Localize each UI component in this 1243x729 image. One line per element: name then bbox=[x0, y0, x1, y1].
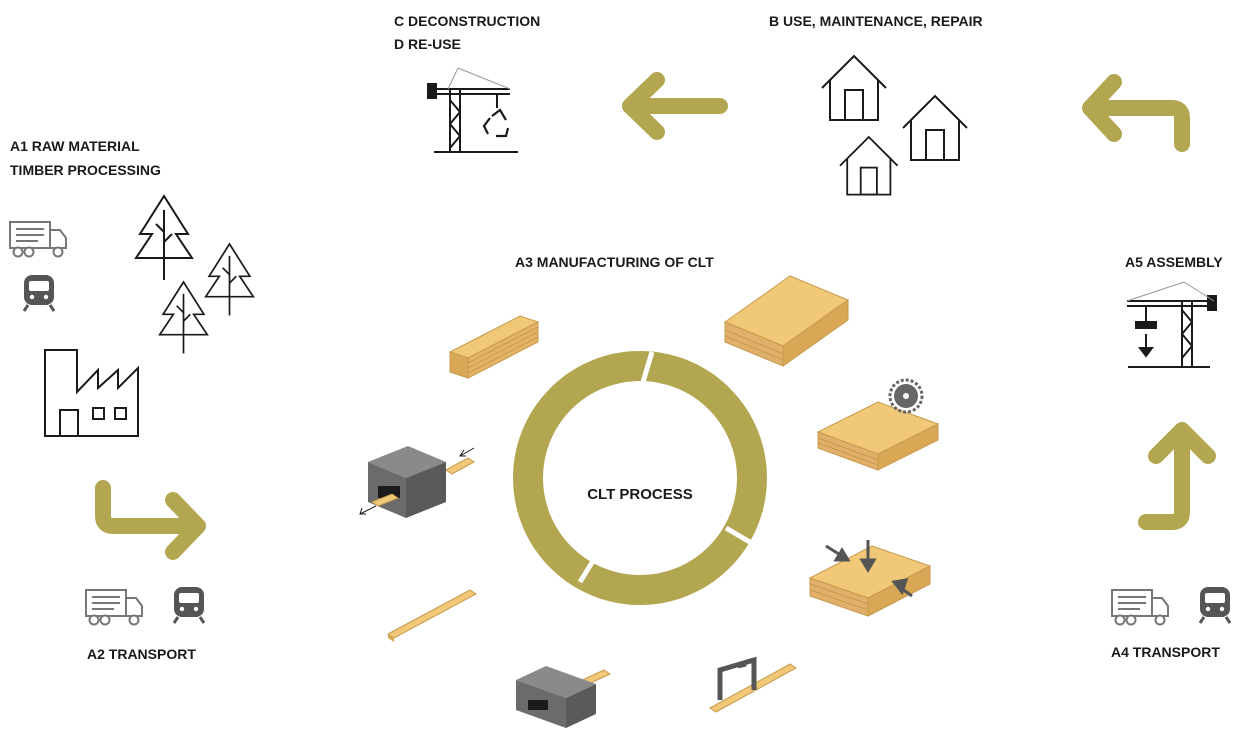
stage-a2-label: A2 TRANSPORT bbox=[87, 646, 196, 662]
press-arrow-icon bbox=[825, 540, 913, 598]
house-icon bbox=[902, 95, 968, 161]
stage-a1-label-1: A1 RAW MATERIAL bbox=[10, 138, 140, 154]
crane-icon bbox=[1126, 281, 1217, 368]
tree-icon bbox=[158, 281, 209, 355]
train-icon bbox=[172, 585, 206, 625]
crane-icon bbox=[427, 67, 518, 153]
stage-c-label-2: D RE-USE bbox=[394, 36, 461, 52]
stage-a5-label: A5 ASSEMBLY bbox=[1125, 254, 1223, 270]
arrow-icon bbox=[622, 72, 728, 140]
planing-block bbox=[359, 446, 475, 518]
train-icon bbox=[1198, 585, 1232, 625]
tree-icon bbox=[135, 195, 193, 281]
stage-c-label-1: C DECONSTRUCTION bbox=[394, 13, 541, 29]
truck-icon bbox=[85, 589, 143, 626]
factory-icon bbox=[44, 349, 139, 437]
finger-joint-block bbox=[516, 666, 612, 728]
lamella-board bbox=[387, 589, 477, 642]
process-cycle-ring bbox=[513, 351, 767, 605]
clt-panel-stack bbox=[723, 275, 850, 367]
recycle-icon bbox=[482, 108, 510, 138]
house-icon bbox=[821, 55, 887, 121]
stage-a1-label-2: TIMBER PROCESSING bbox=[10, 162, 161, 178]
glue-gantry bbox=[709, 656, 797, 713]
arrow-icon bbox=[95, 480, 206, 560]
stage-b-label: B USE, MAINTENANCE, REPAIR bbox=[769, 13, 983, 29]
lamella-stack bbox=[448, 315, 540, 379]
train-icon bbox=[22, 273, 56, 313]
truck-icon bbox=[1111, 589, 1169, 626]
stage-a3-label: A3 MANUFACTURING OF CLT bbox=[515, 254, 714, 270]
cnc-cutting bbox=[816, 401, 940, 471]
arrow-icon bbox=[1082, 74, 1190, 152]
arrow-icon bbox=[1138, 422, 1216, 530]
house-icon bbox=[839, 136, 899, 196]
stage-a4-label: A4 TRANSPORT bbox=[1111, 644, 1220, 660]
center-label: CLT PROCESS bbox=[587, 486, 693, 503]
saw-icon bbox=[888, 378, 924, 414]
press-panel bbox=[808, 545, 932, 617]
tree-icon bbox=[204, 243, 255, 317]
truck-icon bbox=[9, 221, 67, 258]
